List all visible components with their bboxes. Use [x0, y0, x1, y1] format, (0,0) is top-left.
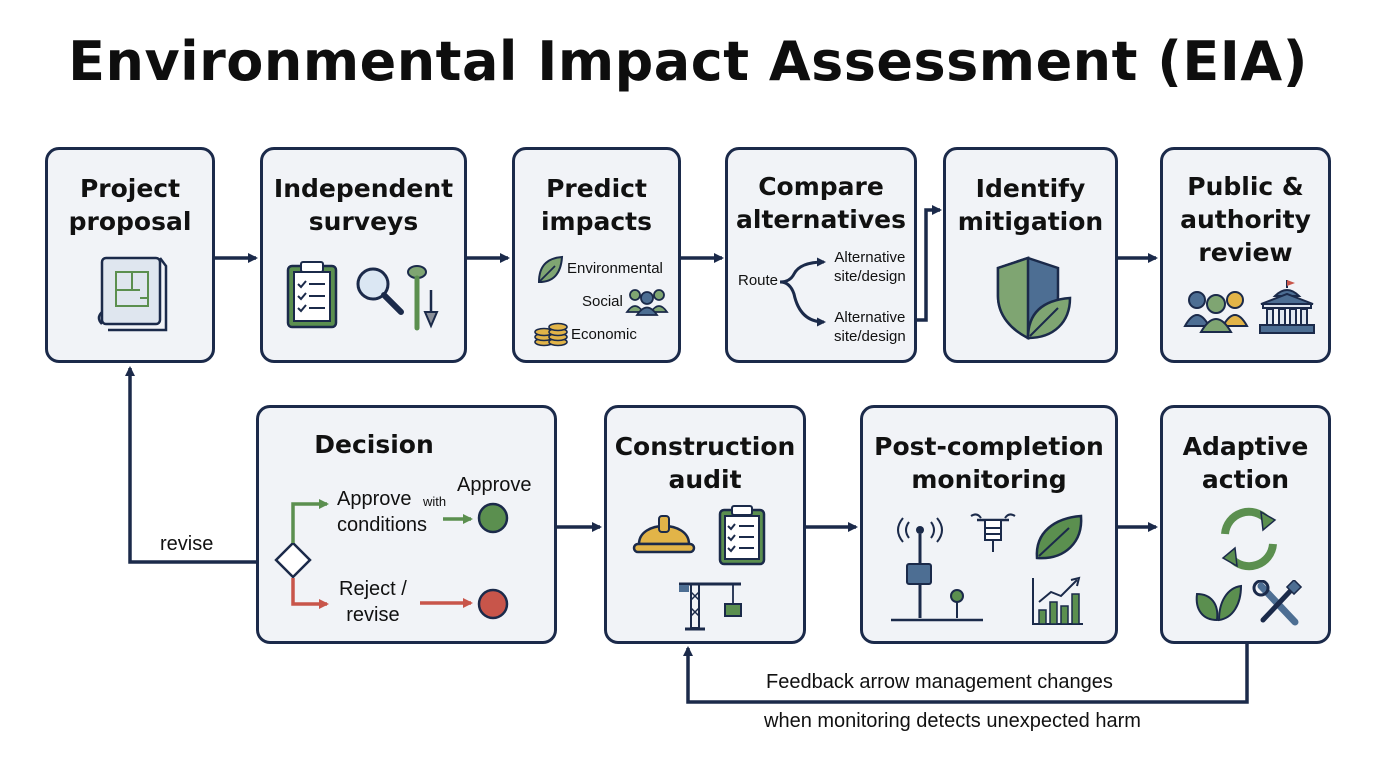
impact-social-label: Social [582, 293, 623, 310]
reject-revise-label: Reject / revise [339, 578, 407, 626]
step-title: Project proposal [68, 174, 192, 236]
decision-branches [274, 499, 509, 620]
step-title: Identify mitigation [957, 174, 1104, 236]
step-title: Decision [314, 430, 434, 459]
arrow-revise-loop [125, 366, 275, 564]
reject-status-dot [477, 588, 509, 620]
step-title: Independent surveys [273, 174, 454, 236]
leaf-icon [1195, 584, 1243, 622]
step-post-completion-monitoring: Post-completion monitoring [860, 405, 1118, 644]
revise-loop-label: revise [160, 533, 214, 555]
approve-with-conditions-label: Approve [337, 488, 412, 510]
step-independent-surveys: Independent surveys [260, 147, 467, 363]
government-building-icon [1259, 280, 1315, 334]
blueprint-icon [97, 256, 168, 332]
audience-icon [1183, 291, 1249, 333]
conditions-label: conditions [337, 514, 428, 536]
step-public-authority-review: Public & authority review [1160, 147, 1331, 363]
approve-label: Approve [457, 474, 532, 496]
growth-chart-icon [1032, 576, 1083, 625]
wrench-screwdriver-icon [1252, 580, 1303, 626]
arrow-feedback-loop [683, 644, 1249, 704]
step-title: Post-completion monitoring [874, 432, 1104, 494]
step-title: Public & authority review [1180, 172, 1311, 267]
alternative-2-label: Alternative site/design [834, 309, 906, 345]
step-adaptive-action: Adaptive action [1160, 405, 1331, 644]
step-decision: Decision Approve with conditions Approve… [256, 405, 557, 644]
approve-status-dot [477, 502, 509, 534]
magnifier-icon [356, 267, 404, 315]
step-predict-impacts: Predict impacts Environmental Social Eco… [512, 147, 681, 363]
leaf-icon [1035, 514, 1083, 560]
route-fork-arrows [780, 257, 826, 327]
page-title: Environmental Impact Assessment (EIA) [68, 30, 1308, 93]
clipboard-icon [286, 261, 338, 329]
step-construction-audit: Construction audit [604, 405, 806, 644]
step-title: Construction audit [614, 432, 796, 494]
step-title: Predict impacts [540, 174, 653, 236]
feedback-line-1: Feedback arrow management changes [766, 671, 1113, 693]
hard-hat-icon [632, 515, 696, 554]
feedback-line-2: when monitoring detects unexpected harm [764, 710, 1141, 732]
step-compare-alternatives: Compare alternatives Route Alternative s… [725, 147, 917, 363]
step-title: Compare alternatives [736, 172, 906, 234]
with-label: with [423, 494, 447, 509]
leaf-icon [537, 255, 564, 284]
crane-icon [679, 582, 742, 631]
people-icon [625, 289, 669, 316]
alternative-1-label: Alternative site/design [834, 249, 906, 285]
step-identify-mitigation: Identify mitigation [943, 147, 1118, 363]
impact-economic-label: Economic [571, 326, 637, 343]
checklist-icon [718, 505, 766, 566]
shield-leaf-icon [996, 256, 1072, 341]
soil-sampler-icon [407, 265, 439, 331]
step-title: Adaptive action [1182, 432, 1309, 494]
sensor-tower-icon [891, 517, 983, 622]
cycle-arrows-icon [1221, 507, 1277, 571]
coins-icon [534, 322, 568, 347]
drone-icon [970, 513, 1016, 552]
impact-environmental-label: Environmental [567, 260, 663, 277]
route-label: Route [738, 272, 779, 289]
arrow-compare-mitigation [917, 205, 942, 322]
step-project-proposal: Project proposal [45, 147, 215, 363]
